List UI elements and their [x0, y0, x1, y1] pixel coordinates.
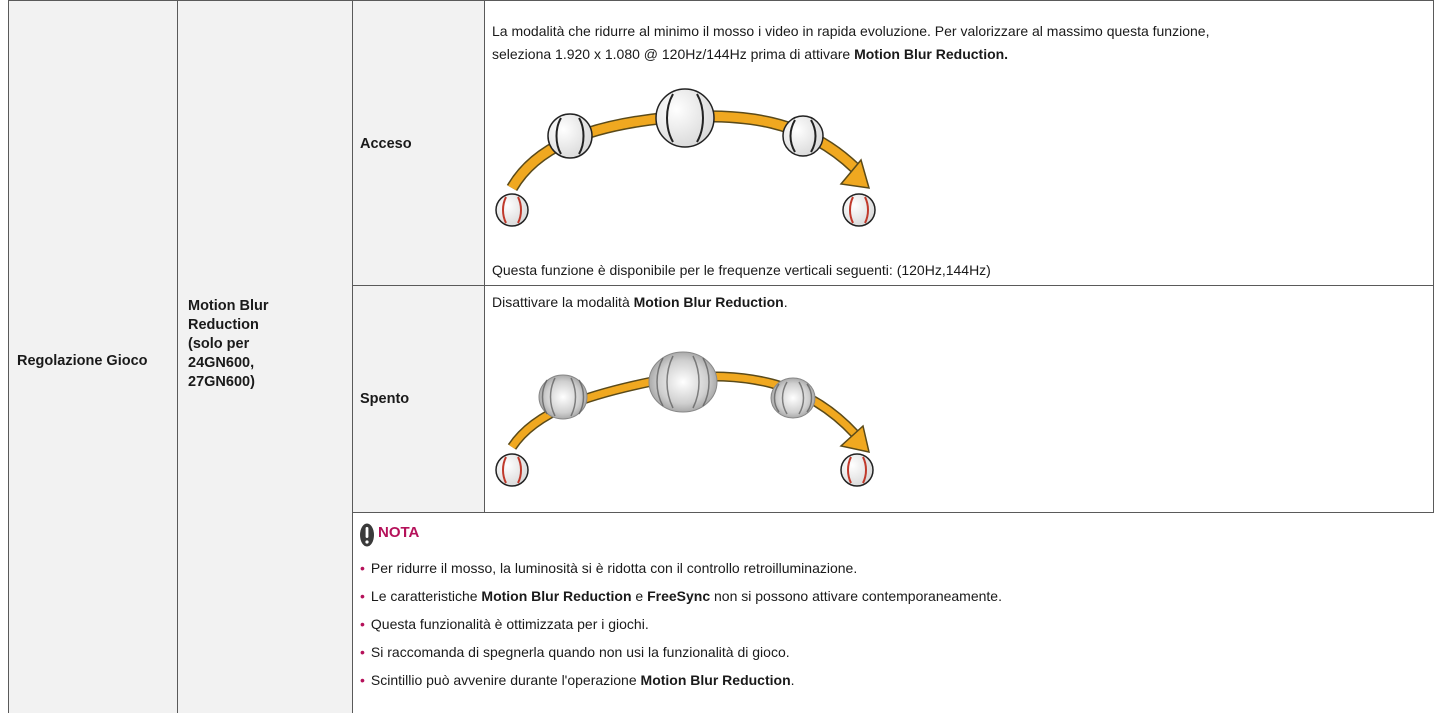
feature-label: Motion Blur Reduction (solo per 24GN600,… [188, 297, 269, 392]
note-text: Motion Blur Reduction [640, 672, 791, 688]
note-text: FreeSync [647, 588, 711, 604]
baseball-icon [782, 115, 824, 157]
option-cell-bg [353, 0, 484, 512]
baseball-icon [547, 113, 593, 159]
bullet-icon: • [360, 588, 365, 604]
motion-blur-on-illustration [495, 88, 876, 227]
grid-line [352, 512, 1434, 513]
bullet-icon: • [360, 616, 365, 632]
blurred-baseball-icon [538, 374, 588, 420]
note-text: Le caratteristiche [370, 588, 482, 604]
grid-line [1433, 0, 1434, 512]
feature-line: 27GN600) [188, 374, 255, 390]
grid-line [177, 0, 178, 713]
baseball-icon [495, 453, 529, 487]
baseball-icon [840, 453, 874, 487]
blurred-baseball-icon [770, 377, 816, 419]
option-on-label: Acceso [360, 136, 412, 152]
grid-line [8, 0, 9, 713]
note-text: . [790, 672, 795, 688]
note-text: Questa funzionalità è ottimizzata per i … [370, 616, 649, 632]
baseball-icon [842, 193, 876, 227]
feature-cell-bg [178, 0, 352, 713]
note-title: NOTA [378, 524, 420, 541]
feature-line: (solo per [188, 336, 250, 352]
baseball-icon [495, 193, 529, 227]
note-list: • Per ridurre il mosso, la luminosità si … [360, 558, 1002, 698]
option-off-description: Disattivare la modalità Motion Blur Redu… [492, 294, 788, 310]
option-on-description: La modalità che ridurre al minimo il mos… [492, 20, 1427, 66]
note-text: non si possono attivare contemporaneamen… [710, 588, 1002, 604]
description-line: seleziona 1.920 x 1.080 @ 120Hz/144Hz pr… [492, 46, 1009, 62]
note-item: • Questa funzionalità è ottimizzata per i… [360, 614, 1002, 642]
baseball-icon [655, 88, 715, 148]
grid-line [352, 285, 1434, 286]
note-item: • Le caratteristiche Motion Blur Reductio… [360, 586, 1002, 614]
feature-line: 24GN600, [188, 355, 255, 371]
blurred-baseball-icon [648, 351, 718, 413]
grid-line [352, 0, 353, 713]
motion-blur-off-illustration [495, 351, 874, 487]
description-line: La modalità che ridurre al minimo il mos… [492, 23, 1210, 39]
note-item: • Si raccomanda di spegnerla quando non u… [360, 642, 1002, 670]
bullet-icon: • [360, 672, 365, 688]
category-label: Regolazione Gioco [17, 353, 148, 369]
bullet-icon: • [360, 644, 365, 660]
note-text: Scintillio può avvenire durante l'operaz… [370, 672, 641, 688]
note-item: • Scintillio può avvenire durante l'opera… [360, 670, 1002, 698]
option-off-label: Spento [360, 391, 410, 407]
note-text: Per ridurre il mosso, la luminosità si è… [370, 560, 858, 576]
note-text: Si raccomanda di spegnerla quando non us… [370, 644, 790, 660]
category-cell-bg [8, 0, 177, 713]
exclamation-icon [360, 523, 374, 547]
feature-line: Motion Blur [188, 298, 269, 314]
note-text: Motion Blur Reduction [481, 588, 632, 604]
grid-line [484, 0, 485, 512]
grid-line [8, 0, 1434, 1]
option-on-footer: Questa funzione è disponibile per le fre… [492, 262, 991, 278]
feature-line: Reduction [188, 317, 259, 333]
note-text: e [631, 588, 648, 604]
note-item: • Per ridurre il mosso, la luminosità si … [360, 558, 1002, 586]
bullet-icon: • [360, 560, 365, 576]
